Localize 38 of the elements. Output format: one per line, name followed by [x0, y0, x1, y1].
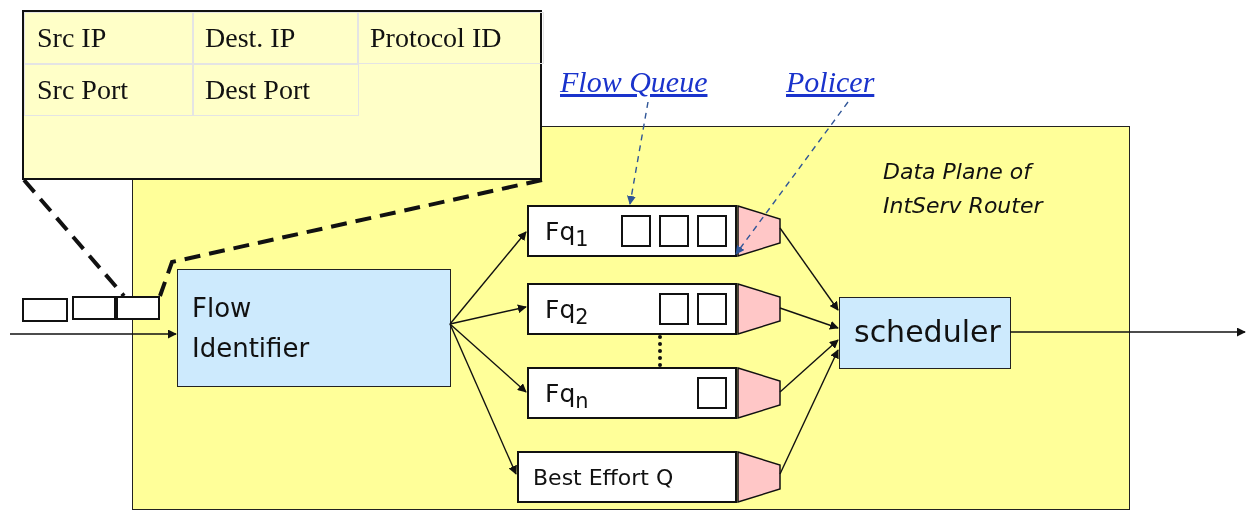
- panel-title: Data Plane of IntServ Router: [883, 158, 1045, 220]
- arrow: [449, 304, 527, 325]
- packet-box: [116, 296, 160, 320]
- table-cell: Src Port: [24, 64, 194, 116]
- packet-box: [22, 298, 68, 322]
- arrow: [449, 323, 527, 393]
- arrow: [449, 323, 517, 475]
- leader-line: [627, 101, 649, 205]
- arrow: [779, 339, 839, 393]
- queue-box: [517, 451, 737, 503]
- arrow: [779, 227, 839, 311]
- queue-box: [527, 205, 737, 257]
- zoom-line: [158, 178, 543, 297]
- queue-label: Fq$_{n}$: [545, 379, 589, 415]
- arrow: [9, 329, 177, 339]
- queue-box: [527, 283, 737, 335]
- packet-box: [72, 296, 116, 320]
- table-cell: Protocol ID: [357, 12, 544, 64]
- header-fields-panel: [22, 10, 542, 180]
- process-box: [839, 297, 1011, 369]
- arrow: [779, 349, 839, 475]
- router-panel: [132, 126, 1130, 510]
- arrow: [1009, 327, 1246, 337]
- box-label: scheduler: [854, 313, 1002, 351]
- table-cell: Dest. IP: [192, 12, 359, 64]
- table-cell: Dest Port: [192, 64, 359, 116]
- link-text: Policer: [786, 64, 875, 100]
- box-label: Flow Identifier: [192, 292, 311, 365]
- arrow: [449, 231, 527, 325]
- arrow: [779, 307, 839, 330]
- queue-label: Best Effort Q: [533, 464, 674, 492]
- process-box: [177, 269, 451, 387]
- queue-label: Fq$_{1}$: [545, 217, 589, 253]
- table-cell: Src IP: [24, 12, 194, 64]
- queue-label: Fq$_{2}$: [545, 295, 589, 331]
- link-text: Flow Queue: [560, 64, 708, 100]
- queue-box: [527, 367, 737, 419]
- leader-line: [735, 101, 849, 255]
